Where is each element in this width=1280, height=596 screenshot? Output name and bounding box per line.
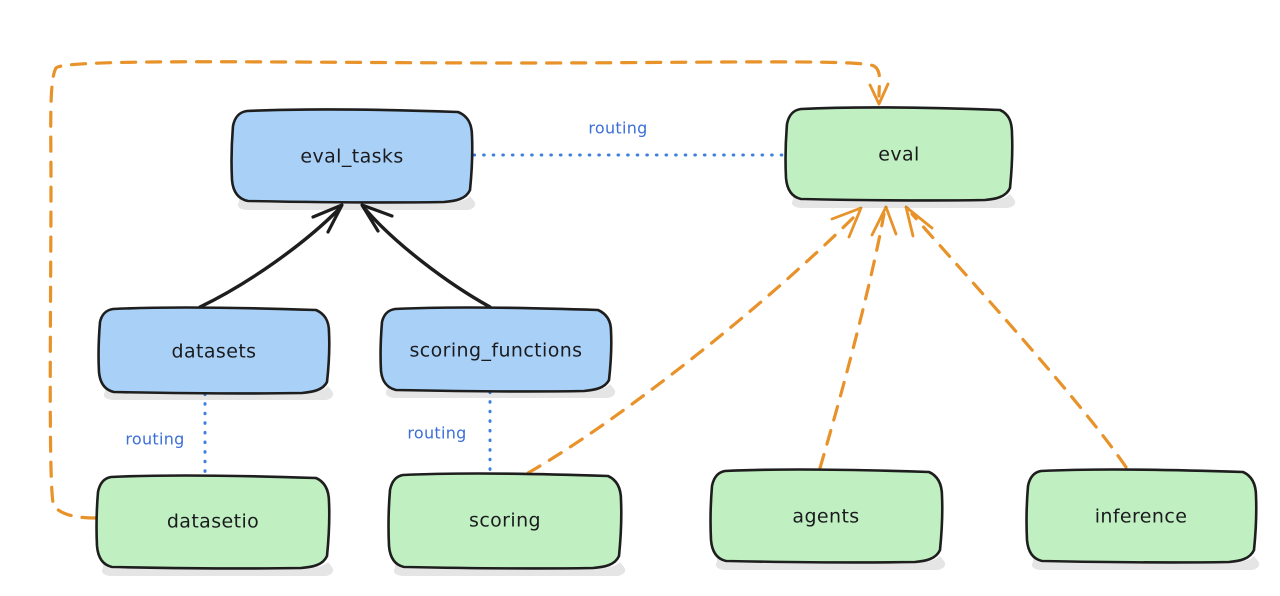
edge-scoring-to-eval bbox=[526, 206, 863, 475]
edge-label-routing-eval: routing bbox=[588, 119, 647, 138]
edge-label-routing-scoring: routing bbox=[407, 424, 466, 443]
node-label-datasetio: datasetio bbox=[167, 511, 259, 533]
edge-agents-to-eval bbox=[818, 205, 898, 470]
edge-inference-to-eval bbox=[904, 205, 1128, 469]
node-scoring[interactable]: scoring bbox=[387, 472, 626, 576]
node-label-scoring_functions: scoring_functions bbox=[410, 340, 583, 362]
node-eval[interactable]: eval bbox=[784, 106, 1016, 208]
node-label-eval_tasks: eval_tasks bbox=[300, 146, 403, 168]
node-inference[interactable]: inference bbox=[1025, 468, 1260, 570]
node-eval_tasks[interactable]: eval_tasks bbox=[230, 108, 476, 210]
node-label-inference: inference bbox=[1095, 506, 1188, 528]
edge-scoring_functions-to-eval_tasks bbox=[360, 203, 492, 309]
node-label-scoring: scoring bbox=[469, 510, 541, 532]
node-agents[interactable]: agents bbox=[709, 468, 946, 570]
node-label-eval: eval bbox=[878, 144, 919, 166]
edge-datasetio-to-eval bbox=[48, 60, 890, 520]
edge-datasets-to-eval_tasks bbox=[198, 203, 344, 309]
edge-label-routing-datasetio: routing bbox=[125, 430, 184, 449]
node-datasets[interactable]: datasets bbox=[97, 306, 334, 400]
node-label-agents: agents bbox=[792, 506, 859, 528]
node-label-datasets: datasets bbox=[172, 341, 257, 363]
node-scoring_functions[interactable]: scoring_functions bbox=[379, 306, 616, 398]
node-datasetio[interactable]: datasetio bbox=[95, 474, 334, 576]
